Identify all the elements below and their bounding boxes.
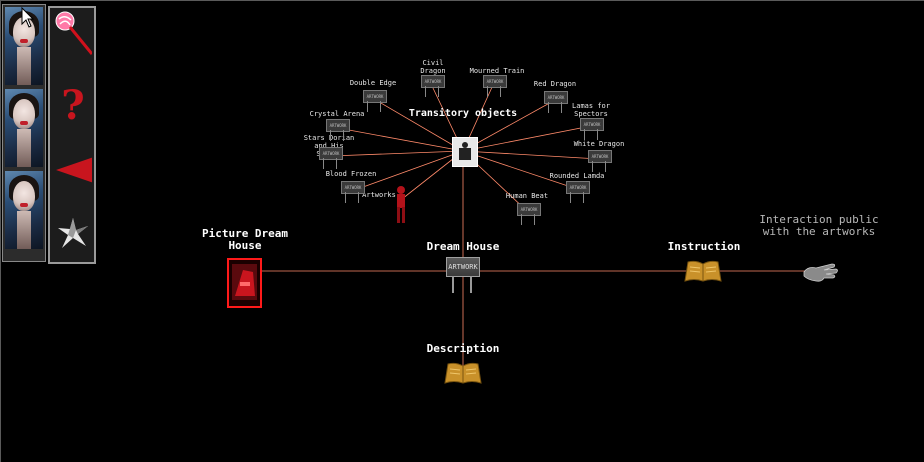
satellite-label: Crystal Arena xyxy=(309,110,365,118)
description-label: Description xyxy=(426,342,500,355)
satellite-easel[interactable]: ARTWORK xyxy=(361,90,387,112)
satellite-easel[interactable]: ARTWORK xyxy=(481,75,507,97)
hub-label: Transitory objects xyxy=(408,108,518,119)
lollipop-tool-button[interactable] xyxy=(54,11,92,55)
interaction-label: Interaction public with the artworks xyxy=(759,213,879,238)
star-burst-icon xyxy=(58,218,88,248)
red-figure-icon[interactable] xyxy=(393,185,409,225)
star-tool-button[interactable] xyxy=(54,213,92,253)
satellite-easel[interactable]: ARTWORK xyxy=(586,150,612,172)
satellite-easel[interactable]: ARTWORK xyxy=(564,181,590,203)
satellite-label: Double Edge xyxy=(349,79,397,87)
satellite-label: Rounded Lamda xyxy=(549,172,605,180)
tool-palette: ? xyxy=(48,6,96,264)
help-button[interactable]: ? xyxy=(54,86,92,126)
satellite-easel[interactable]: ARTWORK xyxy=(324,119,350,141)
figure-icon xyxy=(459,142,471,160)
satellite-easel[interactable]: ARTWORK xyxy=(339,181,365,203)
back-arrow-icon xyxy=(56,157,92,183)
lollipop-icon xyxy=(55,11,92,55)
satellite-easel[interactable]: ARTWORK xyxy=(578,118,604,140)
picture-dream-house-node[interactable] xyxy=(227,258,262,308)
satellite-easel[interactable]: ARTWORK xyxy=(317,147,343,169)
picture-dream-house-label: Picture Dream House xyxy=(201,227,289,252)
hub-node-transitory-objects[interactable] xyxy=(452,137,478,167)
hand-icon[interactable] xyxy=(802,258,840,284)
question-mark-icon: ? xyxy=(61,82,85,129)
mouse-cursor-icon xyxy=(21,7,35,28)
satellite-label: Red Dragon xyxy=(533,80,577,88)
house-picture-icon xyxy=(232,264,257,300)
satellite-easel[interactable]: ARTWORK xyxy=(542,91,568,113)
back-button[interactable] xyxy=(54,150,92,190)
portrait-thumbnail[interactable] xyxy=(5,89,43,167)
open-book-icon[interactable] xyxy=(684,259,722,283)
instruction-label: Instruction xyxy=(667,240,741,253)
satellite-easel[interactable]: ARTWORK xyxy=(515,203,541,225)
satellite-label: Human Beat xyxy=(505,192,549,200)
satellite-label: Blood Frozen xyxy=(325,170,377,178)
portrait-thumbnail[interactable] xyxy=(5,171,43,249)
open-book-icon[interactable] xyxy=(444,361,482,385)
dream-house-label: Dream House xyxy=(426,240,500,253)
dream-house-node[interactable]: ARTWORK xyxy=(444,257,480,293)
artwork-board: ARTWORK xyxy=(446,257,480,277)
satellite-label: Lamas for Spectors xyxy=(572,102,610,118)
satellite-label: Mourned Train xyxy=(469,67,525,75)
satellite-label: Artworks xyxy=(362,191,396,199)
satellite-easel[interactable]: ARTWORK xyxy=(419,75,445,97)
satellite-label: White Dragon xyxy=(573,140,625,148)
